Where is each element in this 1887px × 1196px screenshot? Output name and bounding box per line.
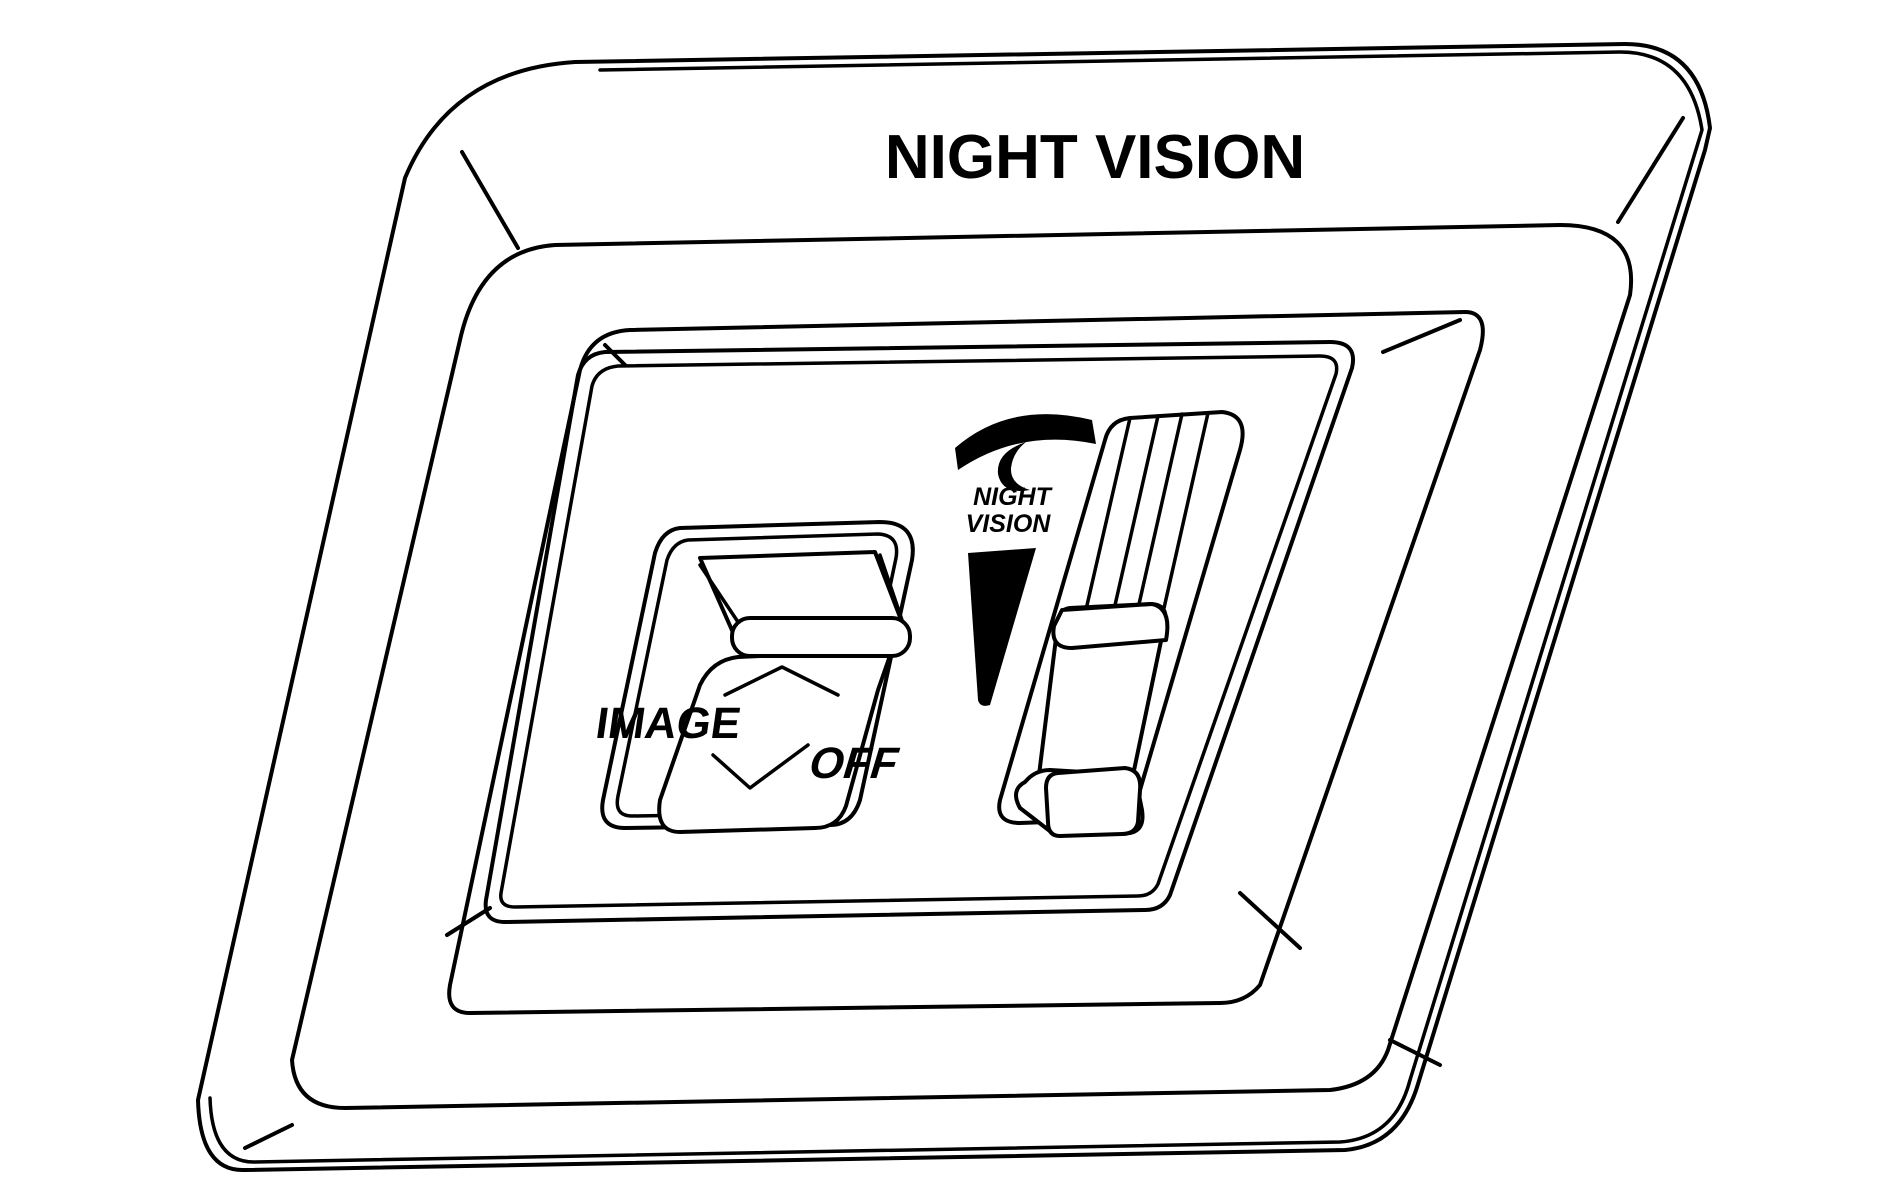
- inner-bevel-bottom-left: [445, 906, 492, 937]
- panel-title: NIGHT VISION: [885, 123, 1305, 192]
- switch-on-label-line1: NIGHT: [973, 483, 1054, 511]
- faceplate: [483, 340, 1355, 924]
- night-vision-indicator: NIGHT VISION OFF: [807, 414, 1096, 788]
- night-vision-slide-switch[interactable]: [997, 410, 1245, 838]
- inner-bevel-top-left: [603, 343, 627, 367]
- inner-bevel-bottom-right: [1238, 891, 1302, 950]
- outer-bezel-outline: [196, 42, 1712, 1173]
- bevel-line-bottom-left: [243, 1123, 294, 1150]
- arc-indicator-icon: [955, 414, 1096, 470]
- inner-bevel-top-right: [1381, 318, 1462, 354]
- outer-bezel: [196, 42, 1712, 1173]
- image-button-left-edge: [698, 563, 740, 624]
- recess-tray-outline: [447, 310, 1485, 1015]
- bevel-lines: [243, 116, 1685, 1150]
- bevel-line-bottom-right: [1388, 1038, 1442, 1067]
- switch-on-label-line2: VISION: [966, 510, 1052, 538]
- slider-knob-cap-face: [1044, 766, 1143, 838]
- inner-frame: [290, 223, 1634, 1110]
- outer-bezel-inner-edge: [208, 50, 1704, 1164]
- chevron-up-icon: [723, 665, 840, 697]
- bevel-line-top-right: [1616, 116, 1685, 224]
- crescent-moon-icon: [997, 442, 1030, 491]
- image-button-rocker-face[interactable]: [657, 648, 894, 834]
- wedge-indicator-icon: [968, 548, 1036, 706]
- recess-tray: [447, 310, 1485, 1015]
- image-button-label: IMAGE: [593, 699, 744, 748]
- image-button-ridge: [730, 616, 912, 658]
- image-button[interactable]: IMAGE: [593, 520, 915, 834]
- inner-frame-outline: [290, 223, 1634, 1110]
- slider-knob-cap-top: [1051, 602, 1170, 650]
- faceplate-inner-outline: [499, 354, 1339, 909]
- chevron-down-icon: [711, 743, 810, 790]
- image-button-right-edge: [878, 553, 904, 622]
- faceplate-outer-outline: [483, 340, 1355, 924]
- bevel-line-top-left: [460, 150, 520, 250]
- switch-off-label: OFF: [807, 739, 901, 788]
